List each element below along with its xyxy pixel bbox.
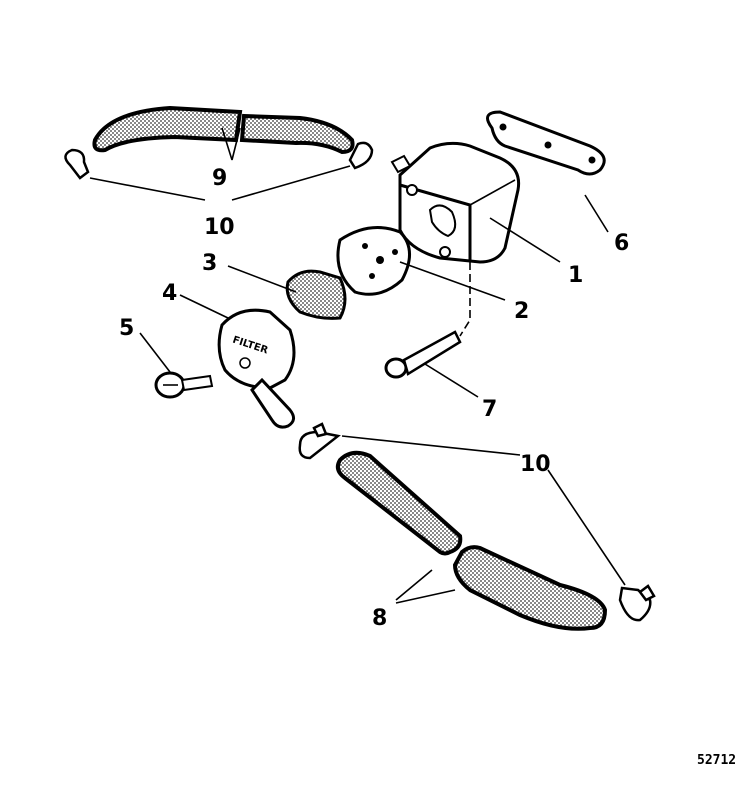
bolt-part-7 [384,330,462,379]
lower-hose-clamps-part-10 [298,422,656,622]
callout-labels: 1 2 3 4 5 6 7 8 9 10 10 [119,166,629,631]
callout-10-upper: 10 [204,215,235,240]
filter-cover-part-4: FILTER [217,308,296,429]
diaphragm-part-2 [336,226,411,296]
callout-7: 7 [482,397,497,422]
filter-screen-part-3 [285,269,347,320]
fuel-pump-part-1 [390,141,521,264]
gasket-part-6 [486,110,606,176]
callout-1: 1 [568,263,583,288]
callout-5: 5 [119,316,134,341]
callout-8: 8 [372,606,387,631]
callout-4: 4 [162,281,177,306]
screw-part-5 [154,371,214,399]
lower-hose-part-8 [335,450,608,631]
upper-hose-clamps-part-10 [64,141,374,180]
upper-hose-part-9 [92,105,355,155]
callout-10-lower: 10 [520,452,551,477]
drawing-part-number: 52712 [697,753,736,768]
callout-6: 6 [614,231,629,256]
callout-9: 9 [212,166,227,191]
callout-2: 2 [514,299,529,324]
callout-3: 3 [202,251,217,276]
leader-lines [89,127,626,604]
